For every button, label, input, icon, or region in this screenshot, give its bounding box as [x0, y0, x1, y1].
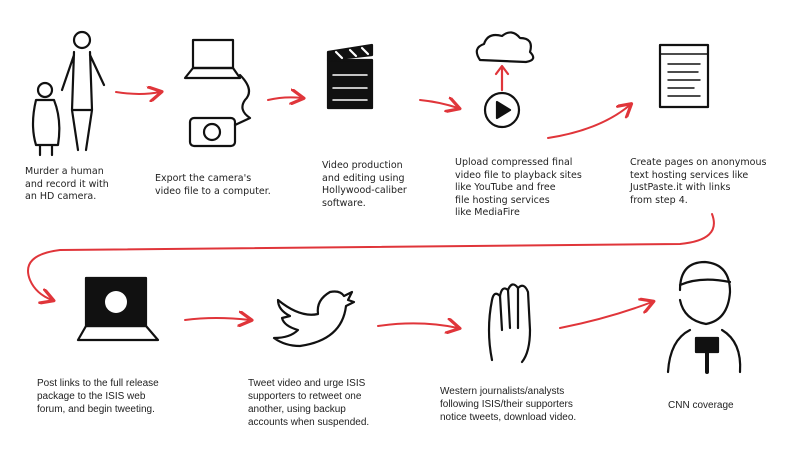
twitter-bird-icon	[272, 290, 356, 348]
step-7-caption: Tweet video and urge ISIS supporters to …	[248, 378, 370, 428]
clapperboard-icon	[326, 43, 374, 110]
web-page-icon	[658, 43, 710, 109]
step-8-caption: Western journalists/analysts following I…	[440, 386, 577, 423]
laptop-isis-icon	[76, 276, 160, 342]
cloud-upload-play-icon	[475, 31, 535, 129]
laptop-camera-icon	[183, 38, 252, 148]
step-9-caption: CNN coverage	[668, 400, 734, 411]
step-2-caption: Export the camera's video file to a comp…	[155, 173, 271, 197]
step-1-caption: Murder a human and record it with an HD …	[25, 166, 109, 202]
hand-icon	[487, 283, 532, 364]
step-5-caption: Create pages on anonymous text hosting s…	[630, 157, 767, 206]
step-6-caption: Post links to the full release package t…	[37, 378, 159, 415]
step-4-caption: Upload compressed final video file to pl…	[455, 157, 582, 218]
step-3-caption: Video production and editing using Holly…	[322, 160, 407, 209]
people-icon	[31, 30, 106, 157]
flow-arrows	[27, 92, 715, 328]
reporter-icon	[666, 260, 742, 374]
